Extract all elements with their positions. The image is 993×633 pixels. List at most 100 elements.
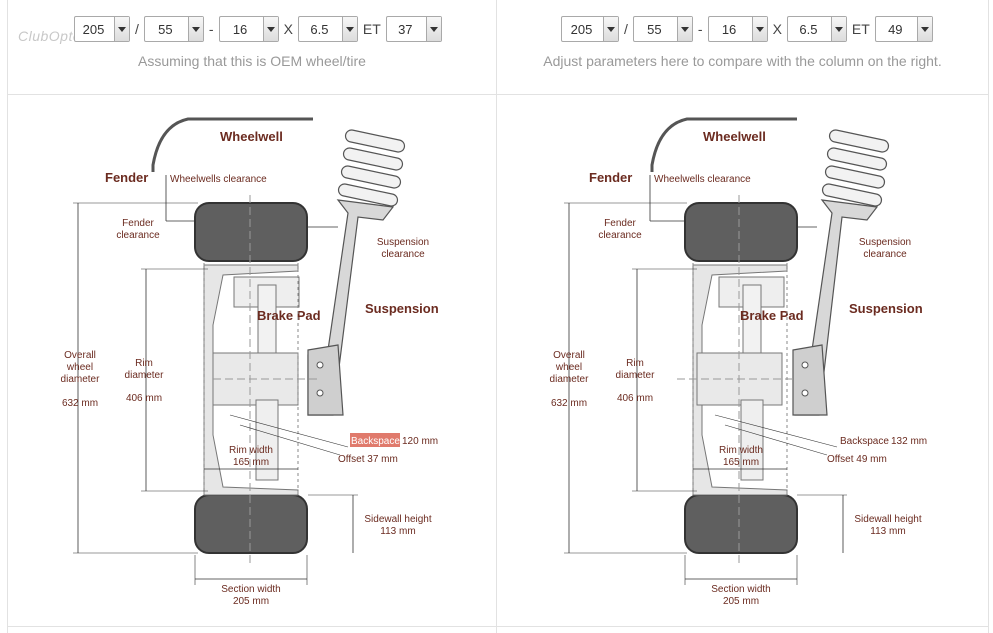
section-width-label-2: 205 mm [233, 596, 269, 607]
right-tire-size-controls: 205 / 55 - 16 X 6.5 ET 49 [561, 15, 933, 43]
chevron-down-icon [830, 17, 846, 41]
bolt-hole [316, 361, 324, 369]
brake-pad-label: Brake Pad [740, 308, 804, 323]
rim-width-label-2: 165 mm [723, 457, 759, 468]
rim-width-label-1: Rim width [229, 445, 273, 456]
fender-clearance-label-1: Fender [604, 218, 636, 229]
rim-label-2: diameter [616, 370, 656, 381]
tire-bottom [194, 494, 308, 554]
suspension-clearance-label-1: Suspension [859, 237, 911, 248]
select-value: 16 [721, 21, 737, 37]
backspace-leader [229, 414, 349, 448]
select-value: 37 [398, 21, 413, 37]
chevron-down-icon [425, 17, 441, 41]
left-controls-row: ClubOptel.com 205 / 55 - 16 X 6.5 ET 37 … [8, 0, 496, 95]
right-rim-width-select[interactable]: 6.5 [786, 16, 847, 42]
offset-leader [239, 424, 341, 456]
fender-label: Fender [589, 170, 632, 185]
chevron-down-icon [114, 17, 129, 41]
right-wheel-diagram: Wheelwell Fender Wheelwells clearance Fe… [550, 117, 927, 607]
right-note-text: Adjust parameters here to compare with t… [543, 53, 942, 69]
right-controls-row: 205 / 55 - 16 X 6.5 ET 49 Adjust paramet… [497, 0, 988, 95]
dash-separator: - [697, 21, 703, 37]
x-separator: X [772, 21, 782, 37]
suspension-clearance-label-1: Suspension [377, 237, 429, 248]
rotor-lower [255, 399, 279, 481]
et-label: ET [362, 21, 381, 37]
overall-label-3: diameter [61, 374, 101, 385]
left-tire-size-controls: 205 / 55 - 16 X 6.5 ET 37 [74, 15, 442, 43]
overall-label-3: diameter [550, 374, 590, 385]
wheelwell-outline [151, 117, 313, 172]
right-comparison-panel: 205 / 55 - 16 X 6.5 ET 49 Adjust paramet… [497, 0, 989, 633]
tire-top [684, 202, 798, 262]
bolt-hole [801, 361, 809, 369]
left-comparison-panel: ClubOptel.com 205 / 55 - 16 X 6.5 ET 37 … [7, 0, 497, 633]
select-value: 55 [158, 21, 173, 37]
right-aspect-ratio-select[interactable]: 55 [632, 16, 693, 42]
offset-leader [724, 424, 828, 456]
left-wheel-diagram: Wheelwell Fender Wheelwells clearance Fe… [61, 117, 439, 607]
right-offset-select[interactable]: 49 [874, 16, 933, 42]
select-value: 6.5 [310, 21, 329, 37]
wheelwell-outline [650, 117, 797, 172]
overall-label-2: wheel [66, 362, 93, 373]
select-value: 205 [570, 21, 593, 37]
select-value: 6.5 [799, 21, 818, 37]
rim-width-label-1: Rim width [719, 445, 763, 456]
select-value: 49 [888, 21, 903, 37]
rim-label-1: Rim [135, 358, 153, 369]
left-rim-diameter-select[interactable]: 16 [218, 16, 279, 42]
tire-bottom [684, 494, 798, 554]
knuckle [792, 344, 828, 416]
chevron-down-icon [676, 17, 692, 41]
fender-clearance-label-2: clearance [116, 230, 160, 241]
rim-width-label-2: 165 mm [233, 457, 269, 468]
backspace-highlight [350, 433, 400, 447]
rim-value: 406 mm [126, 393, 162, 404]
overall-label-2: wheel [555, 362, 582, 373]
rim-label-1: Rim [626, 358, 644, 369]
bolt-hole [316, 389, 324, 397]
suspension-clearance-label-2: clearance [381, 249, 425, 260]
backspace-label: Backspace [351, 436, 400, 447]
select-value: 205 [82, 21, 105, 37]
suspension-clearance-label-2: clearance [863, 249, 907, 260]
section-width-label-1: Section width [221, 584, 280, 595]
fender-clearance-label-1: Fender [122, 218, 154, 229]
section-width-label-1: Section width [711, 584, 770, 595]
select-value: 55 [647, 21, 662, 37]
left-aspect-ratio-select[interactable]: 55 [143, 16, 204, 42]
chevron-down-icon [187, 17, 203, 41]
left-tire-width-select[interactable]: 205 [74, 16, 130, 42]
chevron-down-icon [262, 17, 278, 41]
chevron-down-icon [751, 17, 767, 41]
left-rim-width-select[interactable]: 6.5 [297, 16, 358, 42]
sidewall-label-1: Sidewall height [854, 514, 921, 525]
rotor-lower [740, 399, 764, 481]
section-width-label-2: 205 mm [723, 596, 759, 607]
overall-value: 632 mm [62, 398, 98, 409]
select-value: 16 [232, 21, 248, 37]
left-offset-select[interactable]: 37 [385, 16, 442, 42]
chevron-down-icon [341, 17, 357, 41]
chevron-down-icon [916, 17, 932, 41]
knuckle [307, 344, 344, 416]
slash-separator: / [135, 21, 139, 37]
backspace-leader [714, 414, 838, 448]
right-tire-width-select[interactable]: 205 [561, 16, 619, 42]
left-note-text: Assuming that this is OEM wheel/tire [138, 53, 366, 69]
backspace-label: Backspace [840, 436, 889, 447]
suspension-label: Suspension [849, 301, 923, 316]
wheelwells-clearance-label: Wheelwells clearance [654, 174, 751, 185]
spring-icon [821, 129, 890, 207]
offset-label: Offset 37 mm [338, 454, 398, 465]
wheelwell-label: Wheelwell [220, 129, 283, 144]
right-rim-diameter-select[interactable]: 16 [707, 16, 768, 42]
dash-separator: - [208, 21, 214, 37]
et-label: ET [851, 21, 870, 37]
tire-top [194, 202, 308, 262]
overall-label-1: Overall [64, 350, 96, 361]
bottom-divider [7, 626, 989, 627]
sidewall-label-2: 113 mm [870, 526, 905, 537]
